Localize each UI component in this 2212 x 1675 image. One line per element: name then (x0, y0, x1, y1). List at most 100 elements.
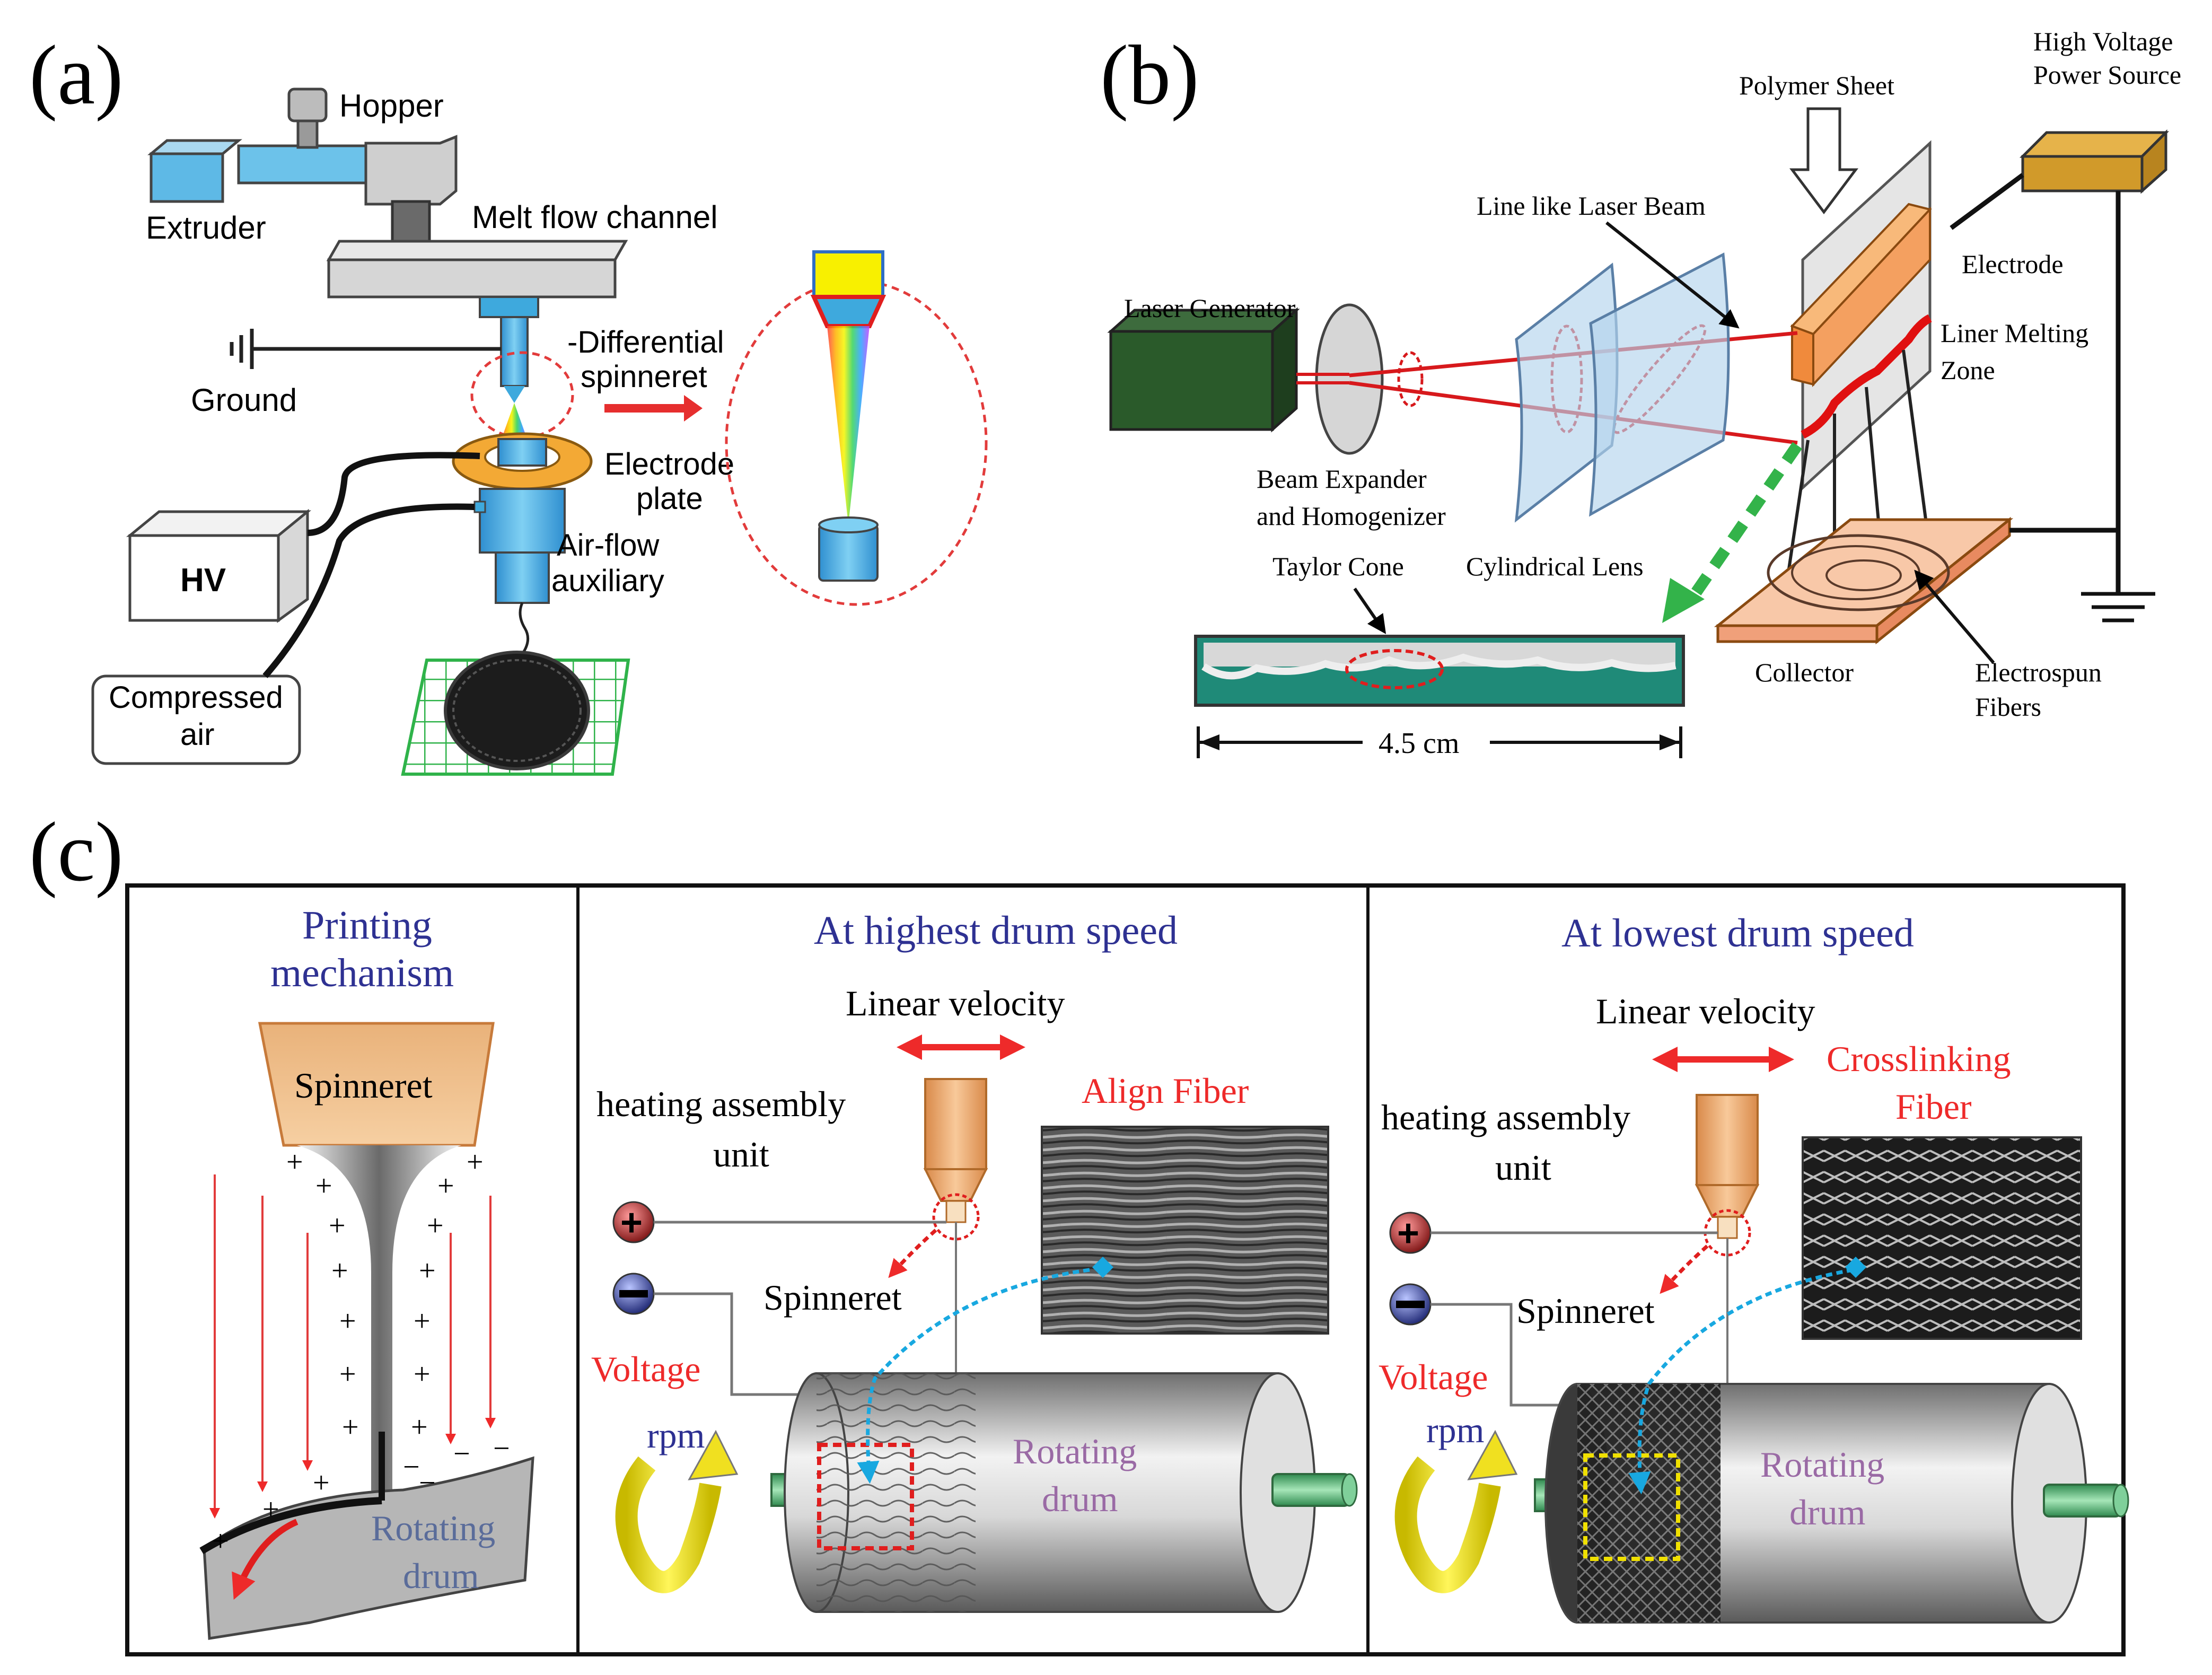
melting-label-1: Liner Melting (1941, 318, 2088, 348)
crosslinking-label-1: Crosslinking (1827, 1039, 2011, 1079)
melt-flow-channel (326, 240, 628, 261)
plus-sign-l: + (1397, 1212, 1419, 1255)
hopper-cap (287, 87, 328, 122)
beam-expander (1315, 303, 1384, 455)
hopper-label: Hopper (339, 88, 444, 124)
positive-charge: + (467, 1146, 484, 1179)
panel-c-tag: (c) (29, 804, 124, 899)
drum-rotation-arrow (232, 1519, 299, 1600)
polymer-sheet-label: Polymer Sheet (1739, 71, 1894, 100)
rpm-label-l: rpm (1426, 1410, 1485, 1450)
negative-charge: − (453, 1437, 470, 1470)
laser-beam-label: Line like Laser Beam (1477, 191, 1706, 221)
fibers-label-1: Electrospun (1975, 657, 2102, 687)
electrode-label-2: plate (636, 481, 703, 516)
beam-label-1: Beam Expander (1257, 464, 1427, 494)
positive-charge: + (313, 1467, 330, 1499)
rotating-drum-label-1a: Rotating (371, 1508, 495, 1548)
positive-charge: + (315, 1170, 332, 1203)
crosslinking-label-2: Fiber (1895, 1086, 1972, 1127)
high-voltage-label-2: Power Source (2033, 60, 2181, 90)
rotating-drum-label-1l: Rotating (1760, 1444, 1884, 1485)
sheet-feed-arrow (1789, 107, 1858, 215)
air-hose (262, 503, 475, 678)
heating-nozzle-h (924, 1078, 987, 1170)
compressed-air-box (91, 674, 301, 765)
melting-zone (1801, 314, 1932, 439)
positive-charge: + (339, 1358, 356, 1391)
heating-label-h2: unit (713, 1134, 769, 1174)
voltage-label-h: Voltage (591, 1349, 701, 1389)
rpm-arrow-l (1394, 1456, 1501, 1593)
rotating-drum-label-2l: drum (1789, 1492, 1866, 1532)
extruder-unit (147, 87, 458, 261)
positive-charge: + (212, 1525, 229, 1558)
negative-charge: − (403, 1451, 420, 1484)
airflow-label-2: auxiliary (551, 564, 664, 598)
electrospun-fibers (1767, 534, 1950, 611)
crosslinked-fiber-image (1802, 1136, 2082, 1340)
linear-velocity-label-l: Linear velocity (1596, 991, 1815, 1031)
panel-a-tag: (a) (29, 28, 124, 122)
spinneret-label-l: Spinneret (1516, 1291, 1655, 1331)
fibers-label-2: Fibers (1975, 692, 2041, 722)
voltage-label-l: Voltage (1379, 1357, 1488, 1397)
spinneret-cone (258, 1022, 495, 1147)
heating-label-l2: unit (1495, 1147, 1551, 1188)
printing-mechanism-pane: Printing mechanism Spinneret Rotating dr… (199, 903, 534, 1640)
laser-generator (1109, 330, 1274, 431)
positive-charge: + (414, 1358, 431, 1391)
positive-charge: + (339, 1305, 356, 1338)
zoom-circle-small (470, 351, 574, 439)
spinneret-label-c: Spinneret (294, 1065, 433, 1106)
fiber-mat (444, 651, 590, 770)
collector-label: Collector (1755, 657, 1854, 687)
linear-velocity-label-h: Linear velocity (846, 983, 1065, 1023)
panel-c: (c) Printing mechanism Spinneret Rotatin… (29, 804, 2129, 1656)
positive-charge: + (262, 1493, 279, 1526)
taylor-cone-label: Taylor Cone (1272, 551, 1404, 581)
cylindrical-lens-label: Cylindrical Lens (1466, 551, 1644, 581)
heating-nozzle-l (1696, 1094, 1759, 1186)
scale-label: 4.5 cm (1379, 727, 1459, 760)
compressed-label-2: air (180, 717, 214, 752)
aligned-fiber-image (1041, 1126, 1329, 1335)
spinneret-label-1: -Differential (567, 325, 724, 359)
beam-label-2: and Homogenizer (1257, 501, 1446, 531)
panel-b-tag: (b) (1100, 28, 1199, 122)
laser-generator-label: Laser Generator (1124, 293, 1296, 323)
airflow-auxiliary (479, 488, 566, 554)
spinneret-label-2: spinneret (581, 359, 707, 394)
printing-title-1: Printing (302, 903, 432, 948)
rpm-arrow-h (615, 1456, 722, 1593)
hv-label: HV (180, 562, 226, 599)
rotating-drum-label-2a: drum (403, 1556, 479, 1596)
heating-label-l1: heating assembly (1381, 1097, 1630, 1137)
negative-charge: − (419, 1467, 436, 1499)
rotating-drum-label-1h: Rotating (1013, 1431, 1137, 1471)
positive-charge: + (342, 1411, 359, 1444)
spinneret-label-h: Spinneret (763, 1277, 902, 1318)
positive-charge: + (329, 1209, 346, 1242)
positive-charge: + (414, 1305, 431, 1338)
high-voltage-label-1: High Voltage (2033, 27, 2173, 56)
electrode-label-1: Electrode (604, 447, 734, 481)
rotating-drum-label-2h: drum (1042, 1479, 1118, 1519)
hv-cable (307, 452, 480, 536)
highest-title: At highest drum speed (814, 908, 1178, 953)
plus-sign-h: + (620, 1202, 643, 1244)
melt-flow-channel-label: Melt flow channel (472, 199, 718, 235)
jet-stream (297, 1145, 461, 1501)
align-fiber-label: Align Fiber (1082, 1071, 1249, 1111)
positive-charge: + (427, 1209, 444, 1242)
highest-speed-pane: At highest drum speed Linear velocity he… (591, 908, 1358, 1613)
panel-b: (b) High Voltage Power Source Polymer Sh… (1100, 27, 2181, 760)
power-source (2021, 155, 2144, 192)
ground-label: Ground (191, 382, 297, 418)
positive-charge: + (437, 1170, 454, 1203)
positive-charge: + (411, 1411, 428, 1444)
hv-box (128, 534, 280, 622)
positive-charge: + (331, 1255, 348, 1287)
zoom-spinneret-head (812, 250, 884, 299)
